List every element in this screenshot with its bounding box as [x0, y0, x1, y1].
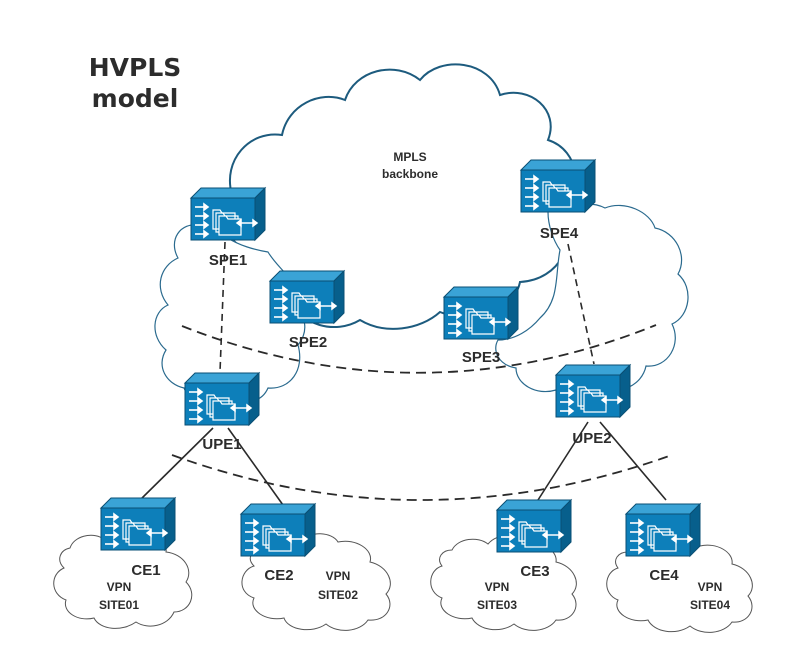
spe3-router[interactable] [443, 286, 519, 340]
site02-name-label: SITE02 [318, 588, 358, 602]
ce4-router[interactable] [625, 503, 701, 557]
ce3-router[interactable] [496, 499, 572, 553]
site03-vpn-label: VPN [485, 580, 510, 594]
backbone-label-line2: backbone [382, 167, 438, 181]
spe1-router[interactable] [190, 187, 266, 241]
link-spe4-upe2 [567, 243, 595, 365]
site03-name-label: SITE03 [477, 598, 517, 612]
ce4-label: CE4 [649, 567, 679, 584]
ce1-label: CE1 [131, 562, 160, 579]
upe2-router[interactable] [555, 364, 631, 418]
upe1-router[interactable] [184, 372, 260, 426]
site01-vpn-label: VPN [107, 580, 132, 594]
spe3-label: SPE3 [462, 349, 500, 366]
ce2-label: CE2 [264, 567, 293, 584]
spe1-label: SPE1 [209, 252, 247, 269]
link-upe1-ce2 [227, 427, 284, 506]
diagram-title-line1: HVPLS [88, 53, 182, 82]
link-upe2-ce3 [537, 421, 589, 501]
site02-cloud [241, 533, 391, 631]
site01-name-label: SITE01 [99, 598, 139, 612]
site02-vpn-label: VPN [326, 569, 351, 583]
upe1-label: UPE1 [202, 436, 241, 453]
spe4-label: SPE4 [540, 225, 579, 242]
diagram-title-line2: model [91, 84, 179, 113]
spe2-label: SPE2 [289, 334, 327, 351]
spe4-router[interactable] [520, 159, 596, 213]
core-boundary-arc [181, 324, 657, 374]
access-boundary-arc [171, 454, 673, 501]
ce2-router[interactable] [240, 503, 316, 557]
link-upe1-ce1 [139, 427, 214, 501]
diagram-title: HVPLS model [80, 52, 190, 114]
ce3-label: CE3 [520, 563, 549, 580]
upe2-label: UPE2 [572, 430, 611, 447]
backbone-label-line1: MPLS [393, 150, 426, 164]
site04-name-label: SITE04 [690, 598, 730, 612]
spe2-router[interactable] [269, 270, 345, 324]
site04-vpn-label: VPN [698, 580, 723, 594]
link-upe2-ce4 [599, 421, 667, 501]
link-spe1-upe1 [219, 241, 226, 373]
ce1-router[interactable] [100, 497, 176, 551]
